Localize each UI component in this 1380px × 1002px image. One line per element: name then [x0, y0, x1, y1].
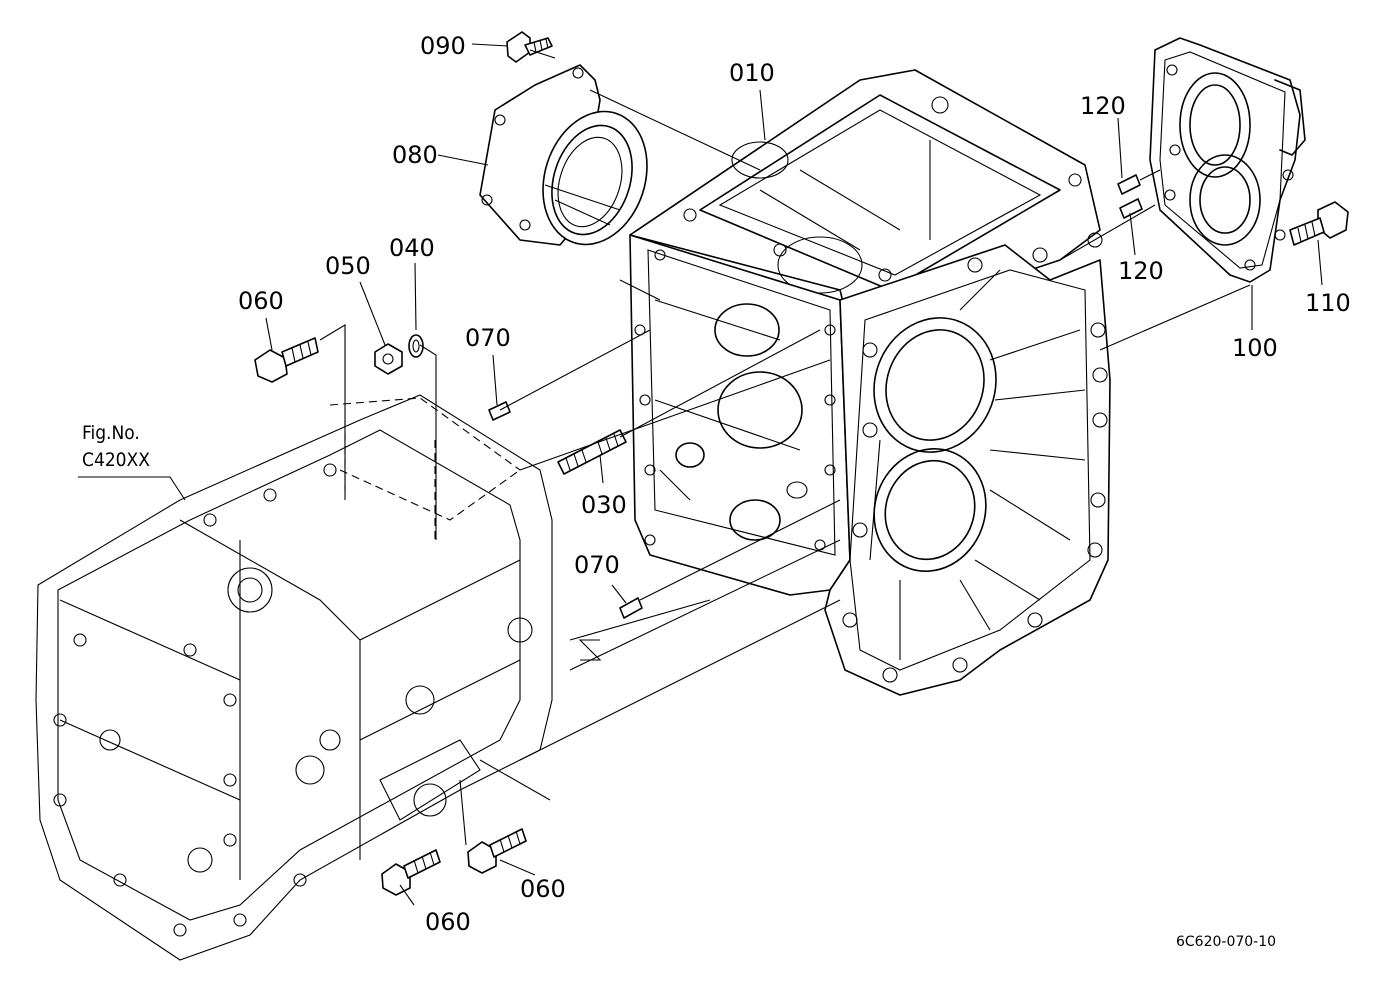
bolt-110 [1289, 201, 1349, 246]
label-050: 050 [325, 252, 371, 280]
bolt-060-top [254, 337, 319, 383]
label-120-lower: 120 [1118, 257, 1164, 285]
label-060-bottom-right: 060 [520, 875, 566, 903]
figure-reference: Fig.No. C420XX [82, 422, 150, 471]
part-number-labels: 090 010 080 050 040 060 070 030 070 120 … [238, 32, 1351, 936]
bearing-housing-080 [479, 64, 648, 246]
drawing-id: 6C620-070-10 [1176, 934, 1276, 950]
label-040: 040 [389, 234, 435, 262]
label-120-upper: 120 [1080, 92, 1126, 120]
bolt-090 [506, 31, 553, 63]
dowel-pin-120-upper [1117, 174, 1141, 195]
label-080: 080 [392, 141, 438, 169]
reference-housing-c420xx [35, 394, 553, 961]
figure-reference-line2: C420XX [82, 449, 150, 471]
bolt-060-bottom-right [467, 828, 527, 874]
label-070-lower: 070 [574, 551, 620, 579]
stud-030 [557, 429, 627, 475]
label-090: 090 [420, 32, 466, 60]
label-leaders [78, 43, 1323, 906]
label-060-bottom-left: 060 [425, 908, 471, 936]
figure-reference-line1: Fig.No. [82, 422, 140, 444]
rear-cover-100 [1149, 37, 1306, 283]
label-010: 010 [729, 59, 775, 87]
dowel-pin-070-lower [619, 597, 643, 619]
bolt-060-bottom-left [381, 849, 441, 896]
label-060-top: 060 [238, 287, 284, 315]
dowel-pin-120-lower [1119, 198, 1143, 219]
label-030: 030 [581, 491, 627, 519]
dowel-pin-070-upper [488, 401, 511, 421]
label-100: 100 [1232, 334, 1278, 362]
label-110: 110 [1305, 289, 1351, 317]
transmission-case-010 [629, 69, 1111, 696]
nut-050 [374, 343, 403, 375]
label-070-upper: 070 [465, 324, 511, 352]
alignment-lines [319, 49, 1251, 846]
washer-040 [408, 334, 424, 358]
